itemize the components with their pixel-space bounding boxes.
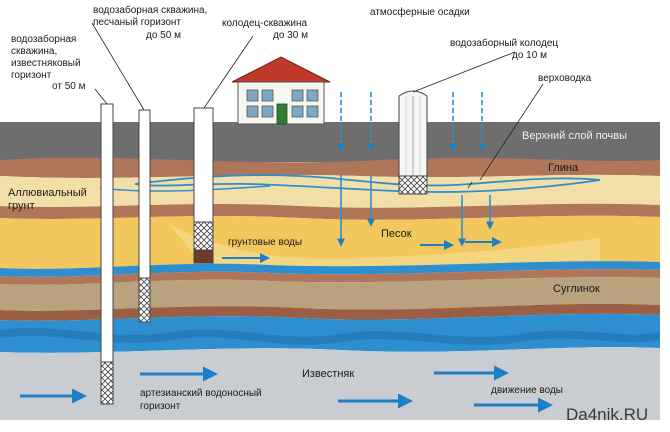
perched-water-line [134,174,601,193]
svg-text:водозаборная: водозаборная [11,33,76,45]
svg-text:колодец-скважина: колодец-скважина [222,18,308,29]
groundwater-lens [170,225,600,268]
well-sand-label: водозаборная скважина, песчаный горизонт… [93,4,207,41]
well-shaft [193,107,214,264]
svg-text:горизонт: горизонт [140,401,181,412]
svg-text:горизонт: горизонт [11,70,52,81]
leader-lines [91,22,544,189]
svg-text:до 10 м: до 10 м [512,50,547,61]
sand-label: Песок [381,228,412,240]
well-limestone [100,103,114,405]
loam-label: Суглинок [553,283,600,295]
svg-text:грунт: грунт [8,200,35,212]
artesian-label: артезианский водоносный горизонт [140,388,262,412]
svg-text:до 50 м: до 50 м [146,30,181,41]
topsoil-label: Верхний слой почвы [522,130,627,142]
brown-band-low [0,269,660,285]
loam-layer [0,277,660,311]
svg-text:артезианский водоносный: артезианский водоносный [140,388,262,399]
flow-label: движение воды [491,385,563,396]
strata [0,122,660,420]
rain-arrows [337,92,494,247]
flow-arrows [20,237,553,413]
svg-text:скважина,: скважина, [11,46,57,57]
well-sand [138,109,151,323]
svg-text:водозаборная скважина,: водозаборная скважина, [93,4,207,16]
limestone-layer [0,347,660,420]
groundwater-label: грунтовые воды [228,237,302,248]
perched-water-label: верховодка [538,73,592,84]
svg-text:известняковый: известняковый [11,58,81,69]
svg-text:водозаборный колодец: водозаборный колодец [450,37,558,49]
perched-water-line-2 [99,185,271,192]
well-shaft-label: колодец-скважина до 30 м [222,18,308,41]
svg-text:песчаный горизонт: песчаный горизонт [93,17,181,28]
alluvial-label: Аллювиальный грунт [8,187,87,212]
water-wave-dark [0,328,660,345]
topsoil-layer [0,122,660,162]
svg-text:Аллювиальный: Аллювиальный [8,187,87,199]
svg-text:от 50 м: от 50 м [52,81,86,92]
house-icon [231,56,331,125]
brown-band-mid [0,203,660,220]
atmospheric-label: атмосферные осадки [370,6,470,18]
brown-band-top [0,157,660,178]
light-sand-layer [0,174,660,208]
well-limestone-label: водозаборная скважина, известняковый гор… [11,33,86,92]
dug-well-label: водозаборный колодец до 10 м [450,37,558,61]
water-layer-thin [0,261,660,277]
svg-text:до 30 м: до 30 м [273,30,308,41]
watermark: Da4nik.RU [566,405,648,424]
clay-label: Глина [548,162,579,174]
brown-band-bottom [0,303,660,321]
limestone-label: Известняк [302,368,354,380]
dug-well [398,90,428,195]
